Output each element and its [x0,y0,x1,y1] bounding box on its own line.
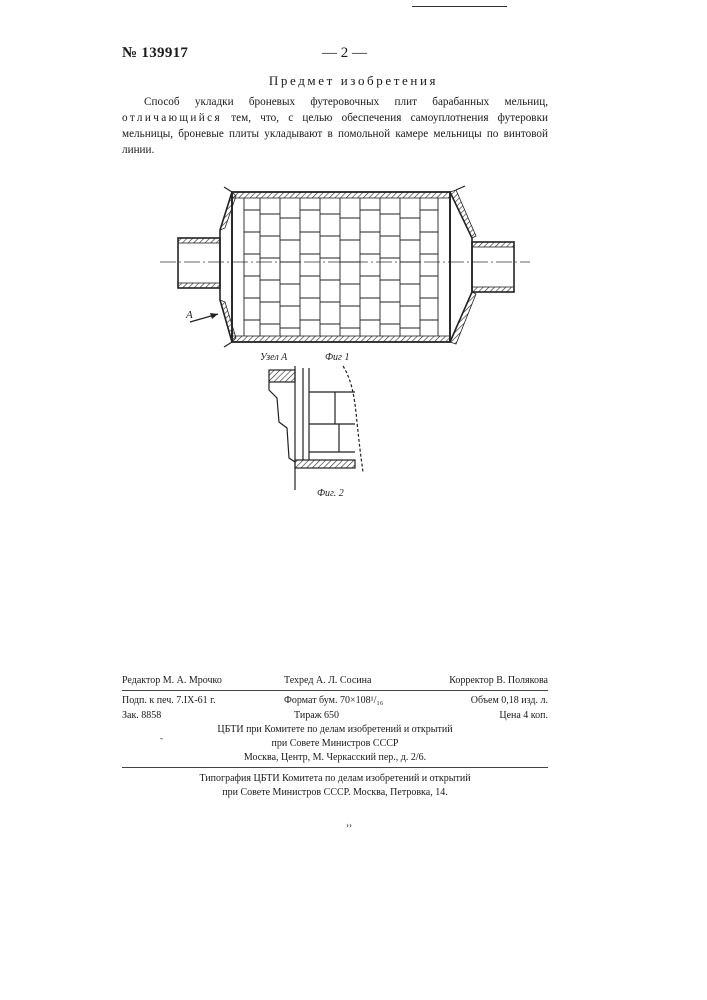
imprint-rule-2 [122,767,548,768]
publisher-line-1: ЦБТИ при Комитете по делам изобретений и… [122,724,548,735]
right-trunnion [472,242,514,292]
stray-dash: - [160,733,163,743]
imprint-rule-1 [122,690,548,691]
stray-mark: ›› [346,820,352,830]
publisher-line-2: при Совете Министров СССР [122,738,548,749]
printer-line-2: при Совете Министров СССР. Москва, Петро… [122,787,548,798]
corrector-line: Корректор В. Полякова [449,675,548,686]
claim-text: Способ укладки броневых футеровочных пли… [122,94,548,158]
fig2-caption: Фиг. 2 [317,488,344,499]
patent-number: № 139917 [122,45,188,62]
figure-2-node-detail: Фиг. 2 [265,362,375,502]
node-a-letter: А [185,309,193,321]
signed-line: Подп. к печ. 7.IX-61 г. [122,695,216,706]
figure-1-mill-drum: А Узел А Фиг 1 [160,180,530,370]
publisher-line-3: Москва, Центр, М. Черкасский пер., д. 2/… [122,752,548,763]
editor-line: Редактор М. А. Мрочко [122,675,222,686]
techred-line: Техред А. Л. Сосина [284,675,371,686]
top-rule [412,6,507,7]
volume-line: Объем 0,18 изд. л. [471,695,548,706]
circulation-line: Тираж 650 [294,710,339,721]
printer-line-1: Типография ЦБТИ Комитета по делам изобре… [122,773,548,784]
order-line: Зак. 8858 [122,710,161,721]
claim-text-spaced: отличающийся [122,112,222,124]
price-line: Цена 4 коп. [499,710,548,721]
drum-shell [232,192,450,342]
left-trunnion [178,238,220,288]
armor-plates [244,198,438,336]
page-number: — 2 — [322,45,367,62]
claim-heading: Предмет изобретения [0,73,707,89]
format-line: Формат бум. 70×108¹/₁₆ [284,695,383,706]
claim-text-start: Способ укладки броневых футеровочных пли… [144,96,548,108]
